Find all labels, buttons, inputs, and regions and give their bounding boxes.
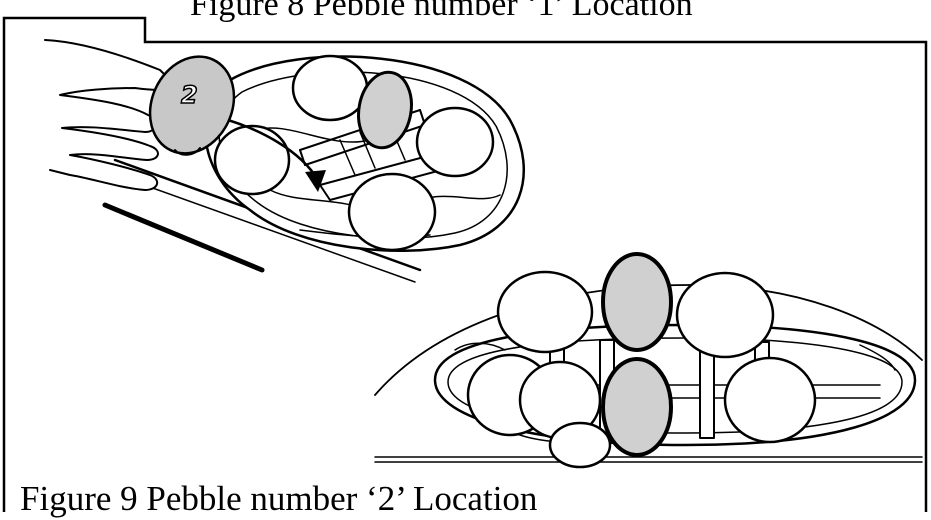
figure8-caption: Figure 8 Pebble number ‘1’ Location bbox=[190, 0, 693, 23]
white-pebble bbox=[415, 106, 495, 178]
grey-pebble-slot-1 bbox=[601, 252, 673, 352]
white-pebble bbox=[548, 421, 612, 469]
figure9-illustration bbox=[374, 252, 923, 469]
pebble-number-label: 2 bbox=[180, 81, 198, 109]
figure9-caption: Figure 9 Pebble number ‘2’ Location bbox=[20, 479, 538, 518]
grey-pebble-slot-2 bbox=[601, 357, 673, 457]
grey-pebble-slot-1 bbox=[357, 70, 413, 150]
white-pebble bbox=[675, 271, 775, 359]
white-pebble bbox=[213, 124, 291, 196]
white-pebble bbox=[496, 270, 594, 354]
hand bbox=[44, 39, 176, 191]
white-pebble bbox=[723, 356, 817, 444]
figure8-illustration bbox=[44, 39, 525, 283]
white-pebble bbox=[347, 172, 437, 252]
white-pebble bbox=[291, 54, 369, 122]
grey-pebble-held bbox=[148, 55, 236, 155]
figure-frame bbox=[2, 16, 928, 512]
